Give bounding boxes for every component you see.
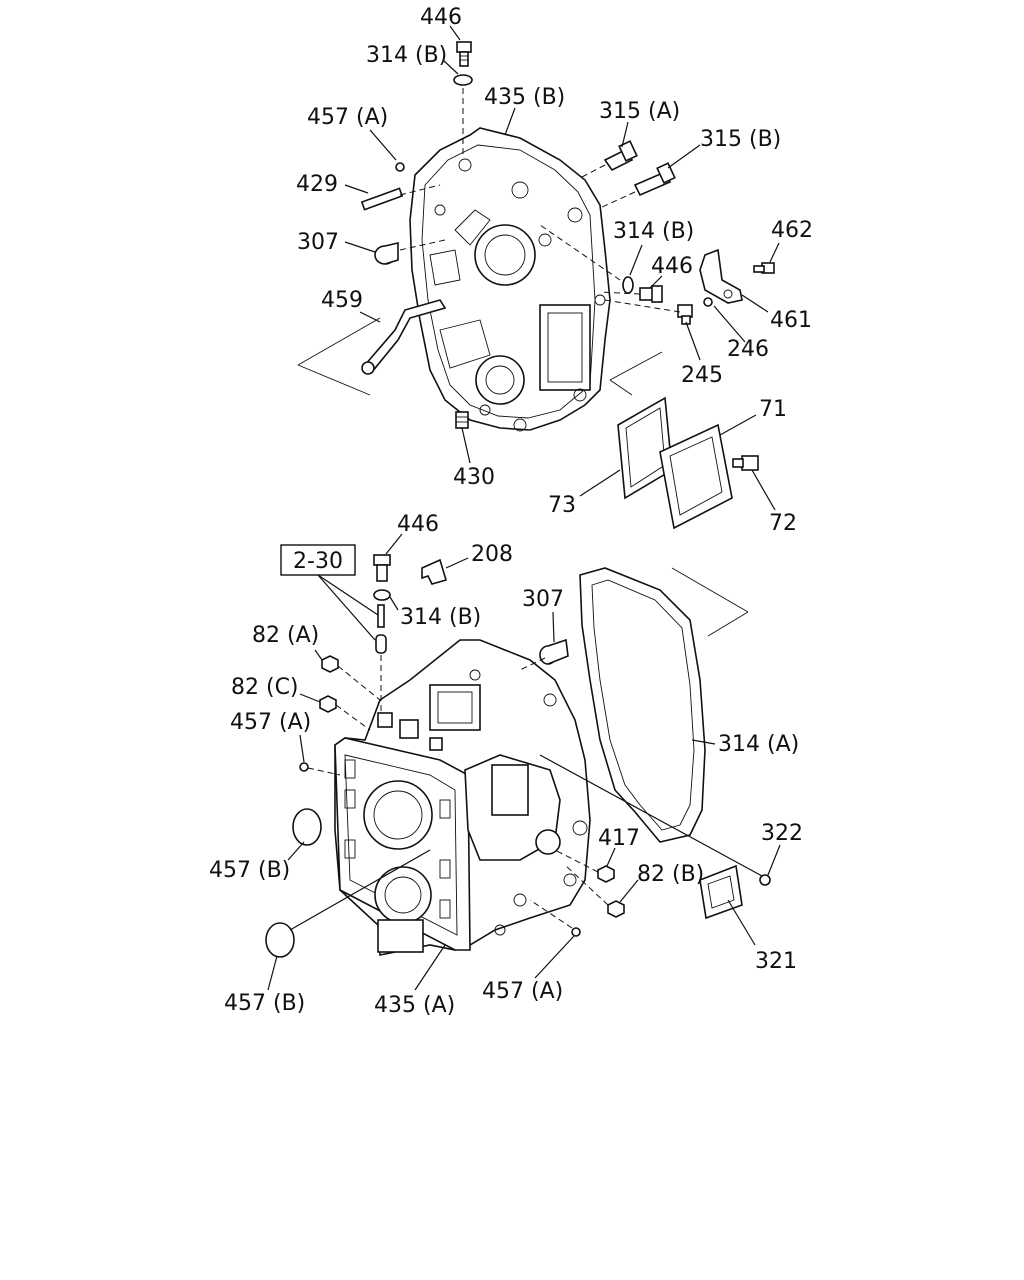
- callout-245: 245: [681, 363, 723, 388]
- callout-435b: 435 (B): [484, 85, 565, 110]
- callout-307-low: 307: [522, 587, 564, 612]
- leader-lines: [267, 25, 781, 991]
- bolt-72: [732, 455, 759, 471]
- callout-314b-low: 314 (B): [400, 605, 481, 630]
- nut-82c: [319, 695, 337, 713]
- nut-82a: [321, 655, 339, 673]
- callout-314b-mid: 314 (B): [613, 219, 694, 244]
- callout-457a-top: 457 (A): [307, 105, 388, 130]
- callout-457b-mid: 457 (B): [209, 858, 290, 883]
- callout-315a: 315 (A): [599, 99, 680, 124]
- callout-208: 208: [471, 542, 513, 567]
- callout-457a-low: 457 (A): [230, 710, 311, 735]
- screw-322: [759, 874, 771, 886]
- oring-314b-mid: [622, 276, 634, 294]
- pin-429: [360, 187, 404, 211]
- callout-457a-bot: 457 (A): [482, 979, 563, 1004]
- ref-box-label: 2-30: [293, 549, 343, 574]
- callout-labels: 446 314 (B) 435 (B) 457 (A) 315 (A) 315 …: [209, 5, 813, 1018]
- plug-430: [455, 411, 469, 429]
- plug-457b-low: [265, 922, 295, 958]
- callout-446-mid: 446: [651, 254, 693, 279]
- callout-446-low: 446: [397, 512, 439, 537]
- nut-417: [597, 865, 615, 883]
- callout-457b-low: 457 (B): [224, 991, 305, 1016]
- lever-459: [361, 299, 447, 375]
- pin-2-30: [375, 634, 387, 654]
- nut-82b: [607, 900, 625, 918]
- pin-457a-bot: [571, 927, 581, 937]
- oring-314b-low: [373, 589, 391, 601]
- bushing-307-low: [539, 638, 569, 665]
- callout-461: 461: [770, 308, 812, 333]
- bolt-446-top: [456, 41, 472, 67]
- callout-315b: 315 (B): [700, 127, 781, 152]
- plate-321: [699, 864, 743, 920]
- callout-246: 246: [727, 337, 769, 362]
- bolt-315b: [633, 162, 676, 197]
- ref-box-2-30: 2-30: [280, 544, 356, 576]
- bolt-245: [677, 304, 693, 325]
- elbow-208: [421, 558, 447, 585]
- callout-459: 459: [321, 288, 363, 313]
- callout-73: 73: [548, 493, 576, 518]
- callout-82b: 82 (B): [637, 862, 704, 887]
- bolt-315a: [603, 140, 638, 172]
- pin-457a-top: [395, 162, 405, 172]
- callout-71: 71: [759, 397, 787, 422]
- bolt-462: [753, 262, 775, 274]
- callout-417: 417: [598, 826, 640, 851]
- gasket-314a: [579, 567, 706, 843]
- bolt-446-low: [373, 554, 391, 582]
- gasket-73: [617, 396, 673, 500]
- bushing-307-top: [374, 241, 399, 265]
- plug-457b-mid: [292, 808, 322, 846]
- callout-314a: 314 (A): [718, 732, 799, 757]
- callout-82a: 82 (A): [252, 623, 319, 648]
- callout-72: 72: [769, 511, 797, 536]
- callout-446-top: 446: [420, 5, 462, 30]
- housing-435a: [334, 639, 591, 956]
- callout-321: 321: [755, 949, 797, 974]
- callout-82c: 82 (C): [231, 675, 299, 700]
- callout-429: 429: [296, 172, 338, 197]
- cover-71: [659, 423, 733, 530]
- bracket-461: [699, 248, 743, 304]
- bolt-446-mid: [639, 285, 663, 303]
- pin-457a-low: [299, 762, 309, 772]
- oring-314b-top: [453, 74, 473, 86]
- housing-435b: [409, 127, 611, 432]
- callout-314b-top: 314 (B): [366, 43, 447, 68]
- callout-462: 462: [771, 218, 813, 243]
- callout-322: 322: [761, 821, 803, 846]
- washer-246: [703, 297, 713, 307]
- callout-435a: 435 (A): [374, 993, 455, 1018]
- spring-2-30: [377, 604, 385, 628]
- callout-430: 430: [453, 465, 495, 490]
- callout-307-top: 307: [297, 230, 339, 255]
